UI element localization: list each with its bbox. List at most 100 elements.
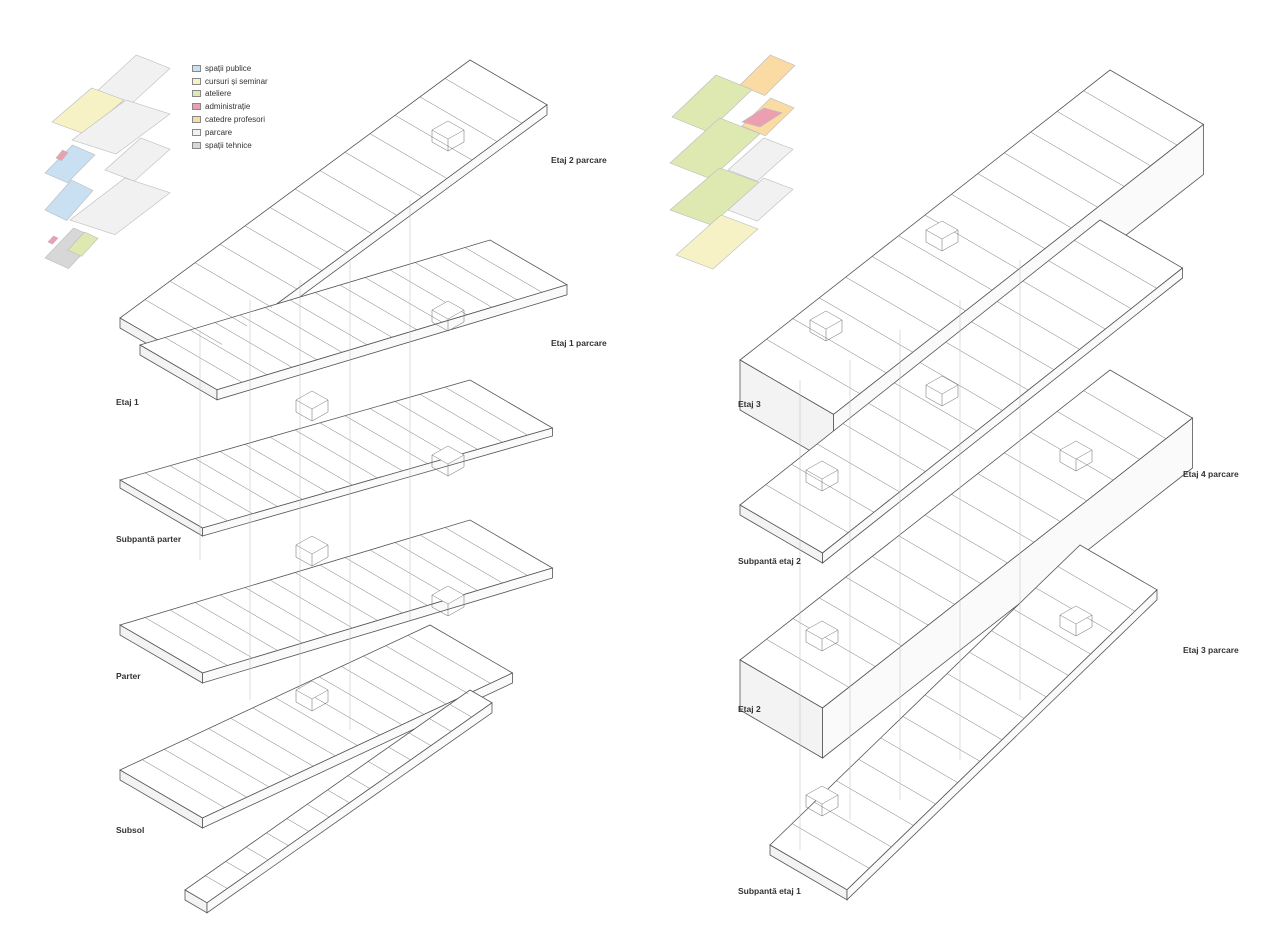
legend-item-administratie: administrație bbox=[192, 100, 302, 113]
plate-grid-line bbox=[368, 761, 391, 775]
stair-core bbox=[295, 390, 329, 410]
legend-swatch bbox=[192, 103, 201, 111]
stair-core-walls bbox=[295, 690, 329, 712]
plate-grid-line bbox=[444, 527, 528, 576]
label-etaj3: Etaj 3 bbox=[738, 399, 761, 409]
plate-grid-line bbox=[189, 329, 268, 376]
plate-grid-line bbox=[194, 262, 273, 308]
slab-etaj1-parcare-front bbox=[216, 284, 568, 401]
thumb-parcare bbox=[69, 177, 171, 236]
slab-subpanta-etaj2-front bbox=[822, 267, 1183, 564]
plate-grid-line bbox=[429, 718, 452, 732]
stair-core bbox=[295, 535, 329, 555]
plate-grid-line bbox=[817, 443, 900, 493]
plate-grid-line bbox=[819, 297, 913, 353]
plate-grid-line bbox=[307, 804, 330, 818]
legend-item-spatii-tehnice: spații tehnice bbox=[192, 139, 302, 152]
plate-grid-line bbox=[945, 341, 1029, 391]
plate-grid-line bbox=[898, 235, 993, 291]
plate-grid-line bbox=[419, 394, 503, 443]
plate-grid-line bbox=[814, 801, 892, 848]
plate-grid-line bbox=[924, 694, 1003, 741]
plate-grid-line bbox=[1083, 390, 1167, 439]
plate-grid-line bbox=[898, 535, 982, 584]
legend-swatch bbox=[192, 90, 201, 98]
thumb-ateliere bbox=[671, 74, 753, 133]
plate-grid-line bbox=[244, 225, 323, 271]
legend-swatch bbox=[192, 128, 201, 136]
function-legend: spații publice cursuri și seminar atelie… bbox=[192, 62, 302, 152]
legend-item-spatii-publice: spații publice bbox=[192, 62, 302, 75]
plate-grid-line bbox=[264, 307, 343, 353]
floor-plan-detail bbox=[142, 78, 1178, 889]
plate-grid-line bbox=[186, 738, 270, 788]
thumb-administratie bbox=[741, 107, 783, 128]
plate-grid-line bbox=[319, 422, 403, 472]
plate-grid-line bbox=[269, 207, 348, 253]
plate-grid-line bbox=[836, 780, 914, 826]
label-subpanta-etaj2: Subpantă etaj 2 bbox=[738, 556, 801, 566]
plate-grid-line bbox=[219, 594, 303, 644]
plate-grid-line bbox=[408, 732, 432, 746]
plate-grid-line bbox=[1057, 111, 1151, 167]
plate-grid-line bbox=[766, 639, 850, 688]
plate-grid-line bbox=[792, 318, 887, 374]
plate-grid-line bbox=[194, 602, 278, 651]
plate-grid-line bbox=[997, 301, 1080, 350]
plate-grid-line bbox=[991, 630, 1069, 676]
thumb-catedre bbox=[739, 54, 796, 96]
plate-grid-line bbox=[286, 818, 309, 832]
slab-subsol-ramp-front bbox=[206, 702, 493, 914]
plate-grid-line bbox=[858, 759, 936, 805]
stair-core-walls bbox=[295, 400, 329, 422]
plate-grid-line bbox=[868, 402, 952, 452]
plate-grid-line bbox=[219, 451, 303, 500]
plate-grid-line bbox=[419, 534, 503, 584]
plate-grid-line bbox=[347, 775, 370, 789]
plate-grid-line bbox=[244, 444, 328, 493]
legend-swatch bbox=[192, 64, 201, 72]
legend-label: parcare bbox=[205, 127, 233, 137]
plate-grid-line bbox=[1074, 240, 1157, 289]
label-subpanta-parter: Subpantă parter bbox=[116, 534, 182, 544]
plate-grid-line bbox=[252, 707, 336, 757]
plate-grid-line bbox=[344, 151, 423, 198]
thumb-administratie bbox=[47, 235, 59, 245]
plate-grid-line bbox=[845, 576, 929, 626]
thumb-parcare bbox=[104, 137, 171, 182]
plate-grid-line bbox=[792, 618, 876, 667]
label-etaj3-parcare: Etaj 3 parcare bbox=[1183, 645, 1239, 655]
plate-grid-line bbox=[971, 321, 1055, 371]
slab-etaj2-front bbox=[822, 417, 1193, 759]
plate-grid-line bbox=[169, 280, 248, 327]
label-etaj1: Etaj 1 bbox=[116, 397, 139, 407]
plate-grid-line bbox=[444, 78, 523, 124]
slab-etaj1-subpanta-front bbox=[202, 427, 553, 537]
plate-grid-line bbox=[294, 429, 378, 479]
legend-label: spații tehnice bbox=[205, 140, 252, 150]
legend-label: administrație bbox=[205, 102, 251, 112]
plate-grid-line bbox=[319, 676, 402, 726]
legend-item-catedre-profesori: catedre profesori bbox=[192, 113, 302, 126]
stair-core-walls bbox=[431, 595, 465, 617]
plate-grid-line bbox=[819, 597, 902, 647]
plate-grid-line bbox=[1083, 90, 1178, 146]
label-subpanta-etaj1: Subpantă etaj 1 bbox=[738, 886, 801, 896]
plate-grid-line bbox=[872, 556, 955, 605]
legend-swatch bbox=[192, 141, 201, 149]
plate-grid-line bbox=[449, 704, 472, 718]
plate-grid-line bbox=[230, 717, 314, 767]
plate-grid-line bbox=[394, 401, 478, 450]
plate-grid-line bbox=[319, 170, 398, 216]
label-etaj4-parcare: Etaj 4 parcare bbox=[1183, 469, 1239, 479]
thumb-spatii-publice bbox=[44, 179, 94, 221]
plate-grid-line bbox=[394, 115, 473, 161]
thumb-cursuri bbox=[51, 87, 125, 135]
legend-swatch bbox=[192, 116, 201, 124]
stair-core-walls bbox=[809, 320, 843, 342]
legend-label: catedre profesori bbox=[205, 115, 266, 125]
plate-grid-line bbox=[269, 436, 353, 486]
plate-grid-line bbox=[294, 188, 373, 235]
plate-grid-line bbox=[385, 645, 469, 694]
plate-grid-line bbox=[339, 284, 418, 331]
